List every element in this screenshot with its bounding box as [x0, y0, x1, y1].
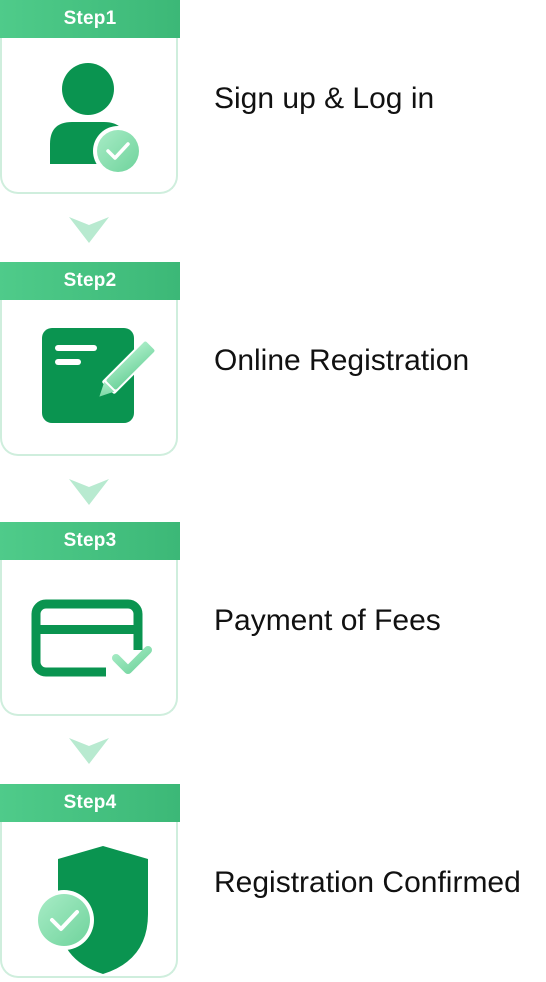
chevron-down-icon	[69, 479, 109, 505]
step-header: Step2	[0, 262, 180, 300]
step-card: Step2	[0, 262, 180, 456]
step-header: Step1	[0, 0, 180, 38]
step-2: Step2 Online Registration	[0, 262, 546, 460]
step-card: Step3	[0, 522, 180, 716]
chevron-down-icon	[69, 738, 109, 764]
step-card: Step4	[0, 784, 180, 978]
step-header: Step4	[0, 784, 180, 822]
user-check-icon	[2, 40, 180, 190]
step-label: Registration Confirmed	[214, 866, 521, 899]
shield-check-icon	[2, 824, 180, 974]
card-check-icon	[2, 562, 180, 712]
chevron-down-icon	[69, 217, 109, 243]
step-label: Sign up & Log in	[214, 82, 435, 115]
step-label: Online Registration	[214, 344, 470, 377]
step-3: Step3 Payment of Fees	[0, 522, 546, 720]
form-edit-icon	[2, 302, 180, 452]
step-1: Step1 Sign up & Log in	[0, 0, 546, 198]
step-header: Step3	[0, 522, 180, 560]
step-label: Payment of Fees	[214, 604, 441, 637]
step-4: Step4 Registration Confirmed	[0, 784, 546, 982]
step-card: Step1	[0, 0, 180, 194]
